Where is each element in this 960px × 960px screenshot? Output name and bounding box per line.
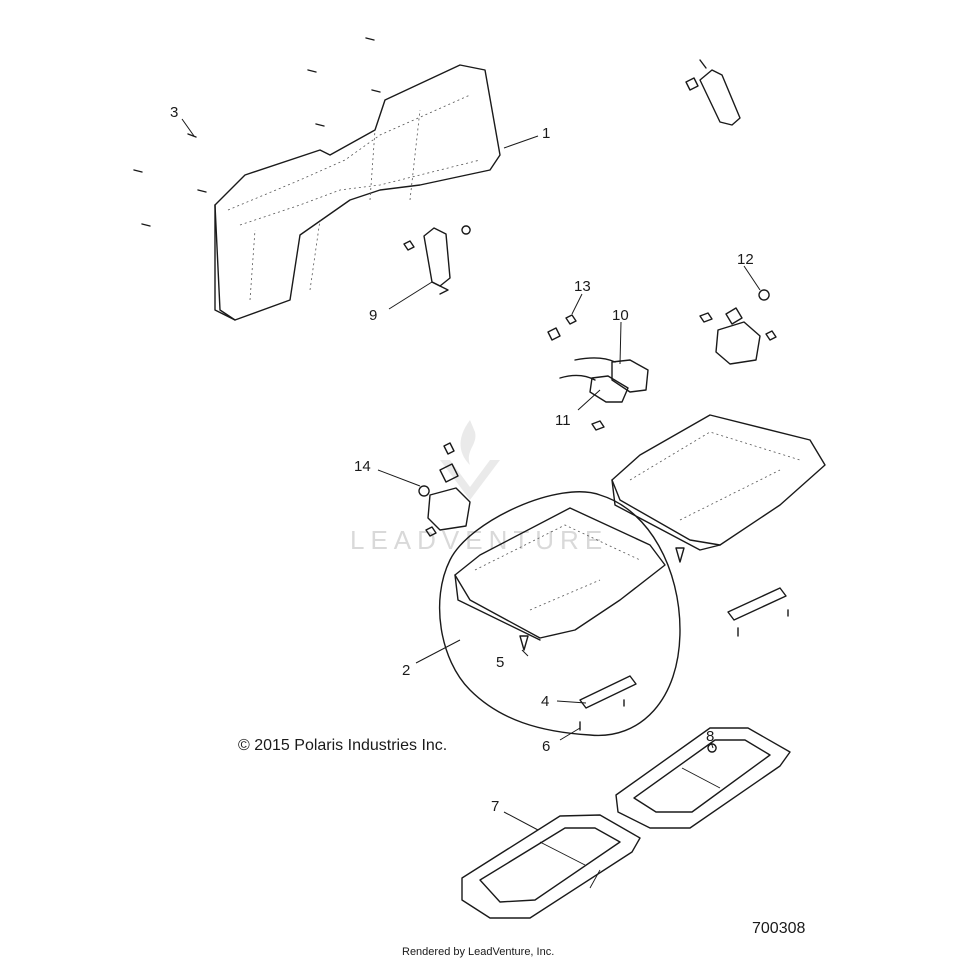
part-brackets bbox=[519, 547, 789, 731]
copyright-text: © 2015 Polaris Industries Inc. bbox=[238, 737, 447, 754]
callout-12: 12 bbox=[737, 251, 754, 268]
callout-8: 8 bbox=[706, 728, 714, 745]
callout-13: 13 bbox=[574, 278, 591, 295]
rendered-by-text: Rendered by LeadVenture, Inc. bbox=[402, 946, 554, 958]
callout-11: 11 bbox=[555, 412, 571, 429]
part-buckles bbox=[547, 314, 649, 431]
callout-4: 4 bbox=[541, 693, 549, 710]
callout-1: 1 bbox=[542, 125, 550, 142]
callout-9: 9 bbox=[369, 307, 377, 324]
part-seat-backrest bbox=[214, 64, 501, 321]
part-retractor-14 bbox=[418, 442, 471, 537]
part-storage-tub-8 bbox=[615, 727, 791, 829]
part-storage-tub-7 bbox=[461, 814, 641, 919]
callout-5: 5 bbox=[496, 654, 504, 671]
callout-7: 7 bbox=[491, 798, 499, 815]
diagram-number: 700308 bbox=[752, 920, 805, 937]
part-seat-belt-9 bbox=[403, 225, 471, 295]
callout-3: 3 bbox=[170, 104, 178, 121]
watermark-logo bbox=[440, 420, 500, 500]
callout-10: 10 bbox=[612, 307, 629, 324]
callout-6: 6 bbox=[542, 738, 550, 755]
part-seat-cushion-right bbox=[611, 414, 826, 551]
callout-14: 14 bbox=[354, 458, 371, 475]
part-seat-cushion-left bbox=[454, 507, 666, 641]
callout-labels: 1 2 3 4 5 6 7 8 9 10 11 12 13 14 bbox=[170, 104, 754, 815]
part-seat-belt-upper bbox=[685, 59, 741, 126]
watermark-text: LEADVENTURE bbox=[350, 525, 608, 555]
part-retractor-12 bbox=[699, 289, 777, 365]
seat-group-outline bbox=[438, 491, 681, 737]
callout-2: 2 bbox=[402, 662, 410, 679]
leader-lines bbox=[181, 118, 761, 831]
part-backrest-screws bbox=[133, 37, 381, 227]
